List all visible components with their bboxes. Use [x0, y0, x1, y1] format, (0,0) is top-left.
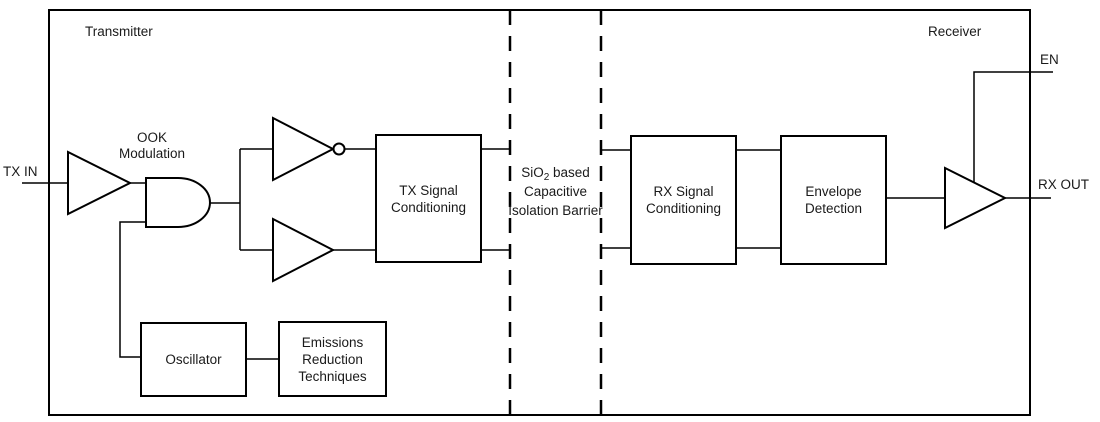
block-oscillator: Oscillator	[140, 322, 247, 397]
en-wire	[973, 71, 1053, 184]
barrier-formula-line: SiO2 based	[505, 163, 606, 183]
chip-outline	[48, 9, 1031, 416]
block-envelope-detection: Envelope Detection	[780, 135, 887, 265]
tx-in-port-label: TX IN	[3, 164, 38, 179]
tx-buffer-gate-icon	[272, 217, 336, 283]
tx-signal-conditioning-label: TX Signal Conditioning	[390, 182, 467, 215]
block-tx-signal-conditioning: TX Signal Conditioning	[375, 134, 482, 263]
oscillator-to-and-wire	[119, 221, 146, 358]
inverter-bubble-icon	[332, 142, 346, 156]
barrier-formula-base: SiO	[521, 165, 544, 180]
en-port-label: EN	[1040, 52, 1059, 67]
barrier-formula-subscript: 2	[543, 172, 550, 183]
rx-out-port-label: RX OUT	[1038, 177, 1090, 192]
isolation-barrier-label: SiO2 based Capacitive Isolation Barrier	[505, 163, 606, 220]
and-gate-icon	[145, 177, 211, 228]
block-emissions-reduction-techniques: Emissions Reduction Techniques	[278, 321, 387, 397]
ook-modulation-label: OOK Modulation	[118, 130, 186, 161]
barrier-formula-suffix: based	[549, 165, 590, 180]
inverter-gate-icon	[272, 116, 336, 182]
tx-input-buffer-icon	[67, 150, 133, 216]
envelope-detection-label: Envelope Detection	[804, 184, 863, 216]
rx-output-buffer-icon	[944, 166, 1008, 230]
barrier-text-lines: Capacitive Isolation Barrier	[508, 184, 603, 218]
receiver-region-label: Receiver	[928, 24, 982, 39]
block-rx-signal-conditioning: RX Signal Conditioning	[630, 135, 737, 265]
emissions-reduction-label: Emissions Reduction Techniques	[298, 334, 367, 384]
rx-signal-conditioning-label: RX Signal Conditioning	[645, 184, 722, 216]
oscillator-label: Oscillator	[165, 352, 222, 367]
transmitter-region-label: Transmitter	[85, 24, 153, 39]
